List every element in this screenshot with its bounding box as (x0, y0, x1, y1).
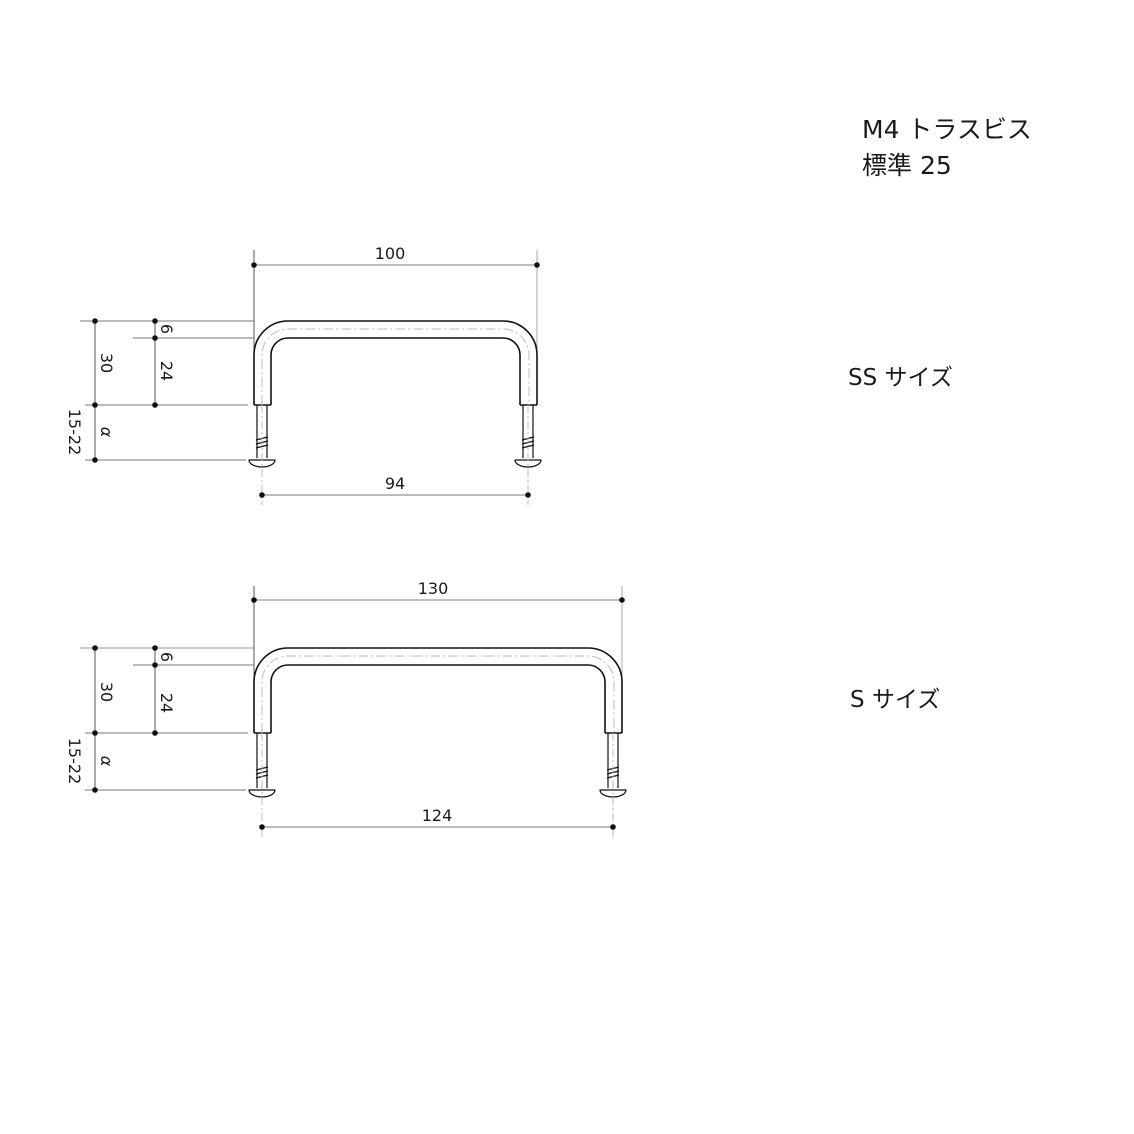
spec-block: M4 トラスビス 標準 25 (862, 112, 1032, 184)
dim-text-pitch: 94 (385, 474, 405, 493)
screw-left (248, 405, 276, 505)
dim-text-thickness: 6 (157, 324, 176, 334)
dim-text-thickness: 6 (157, 652, 176, 662)
screw-standard: 標準 25 (862, 151, 952, 180)
dim-text-alpha: α (97, 427, 116, 438)
dim-vertical: 30 6 24 α 15-22 (65, 318, 254, 463)
size-label-s: S サイズ (850, 687, 941, 713)
handle-body (253, 320, 538, 406)
dim-text-screw-range: 15-22 (65, 409, 84, 456)
dim-vertical: 30 6 24 α 15-22 (65, 645, 254, 793)
dim-pitch: 124 (259, 806, 616, 830)
dim-text-screw-range: 15-22 (65, 738, 84, 785)
dim-text-alpha: α (97, 756, 116, 767)
drawing-s: 130 124 (65, 579, 627, 838)
screw-left (248, 733, 276, 838)
dim-pitch: 94 (259, 474, 531, 498)
dim-text-inner: 24 (157, 361, 176, 381)
dim-text-inner: 24 (157, 693, 176, 713)
dim-text-height: 30 (97, 682, 116, 702)
drawing-ss: 100 94 (65, 244, 542, 505)
screw-right (514, 405, 542, 505)
dim-overall-width: 100 (251, 244, 540, 405)
dim-text-pitch: 124 (422, 806, 453, 825)
screw-right (599, 733, 627, 838)
size-label-ss: SS サイズ (848, 365, 953, 391)
handle-body (253, 647, 623, 734)
screw-spec: M4 トラスビス (862, 115, 1032, 144)
dim-text-height: 30 (97, 353, 116, 373)
dim-text-width: 130 (418, 579, 449, 598)
dim-text-width: 100 (375, 244, 406, 263)
